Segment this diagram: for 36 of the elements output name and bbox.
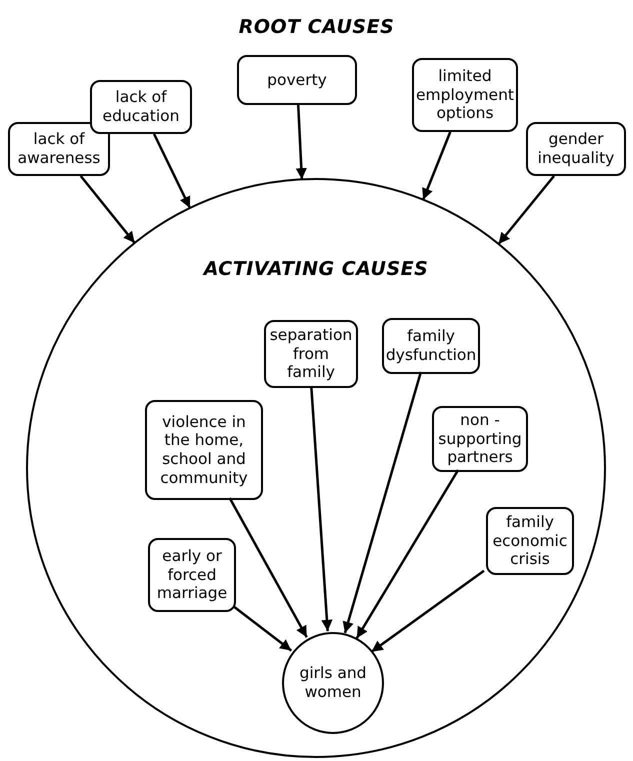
arrow (310, 386, 333, 632)
arrow (356, 469, 460, 639)
cause-label: family dysfunction (384, 327, 478, 365)
arrow (152, 133, 192, 208)
cause-box (145, 400, 263, 500)
arrow (422, 132, 452, 200)
cause-box (264, 320, 358, 388)
cause-label: family economic crisis (492, 513, 568, 569)
cause-label: gender inequality (536, 130, 616, 168)
cause-label: violence in the home, school and community (159, 412, 249, 488)
cause-label: early or forced marriage (156, 547, 228, 603)
outer-circle (26, 178, 606, 758)
arrow (342, 372, 422, 634)
cause-box (382, 318, 480, 374)
cause-box (90, 80, 192, 134)
arrow (296, 104, 307, 180)
cause-box (237, 55, 357, 105)
arrow (370, 570, 485, 653)
diagram-title: ROOT CAUSES (238, 16, 396, 38)
cause-label: non - supporting partners (437, 411, 523, 467)
cause-box (412, 58, 518, 132)
cause-label: separation from family (268, 326, 354, 382)
section-heading: ACTIVATING CAUSES (202, 258, 430, 280)
cause-label: poverty (266, 70, 328, 90)
arrow (228, 497, 308, 638)
cause-box (526, 122, 626, 176)
cause-label: girls and women (298, 664, 368, 702)
cause-box (148, 538, 236, 612)
cause-label: limited employment options (415, 67, 515, 123)
cause-box (8, 122, 110, 176)
arrow (498, 175, 555, 245)
arrow (233, 606, 292, 652)
cause-label: lack of education (102, 88, 180, 126)
cause-label: lack of awareness (16, 130, 102, 168)
cause-box (486, 507, 574, 575)
arrow (80, 175, 136, 244)
